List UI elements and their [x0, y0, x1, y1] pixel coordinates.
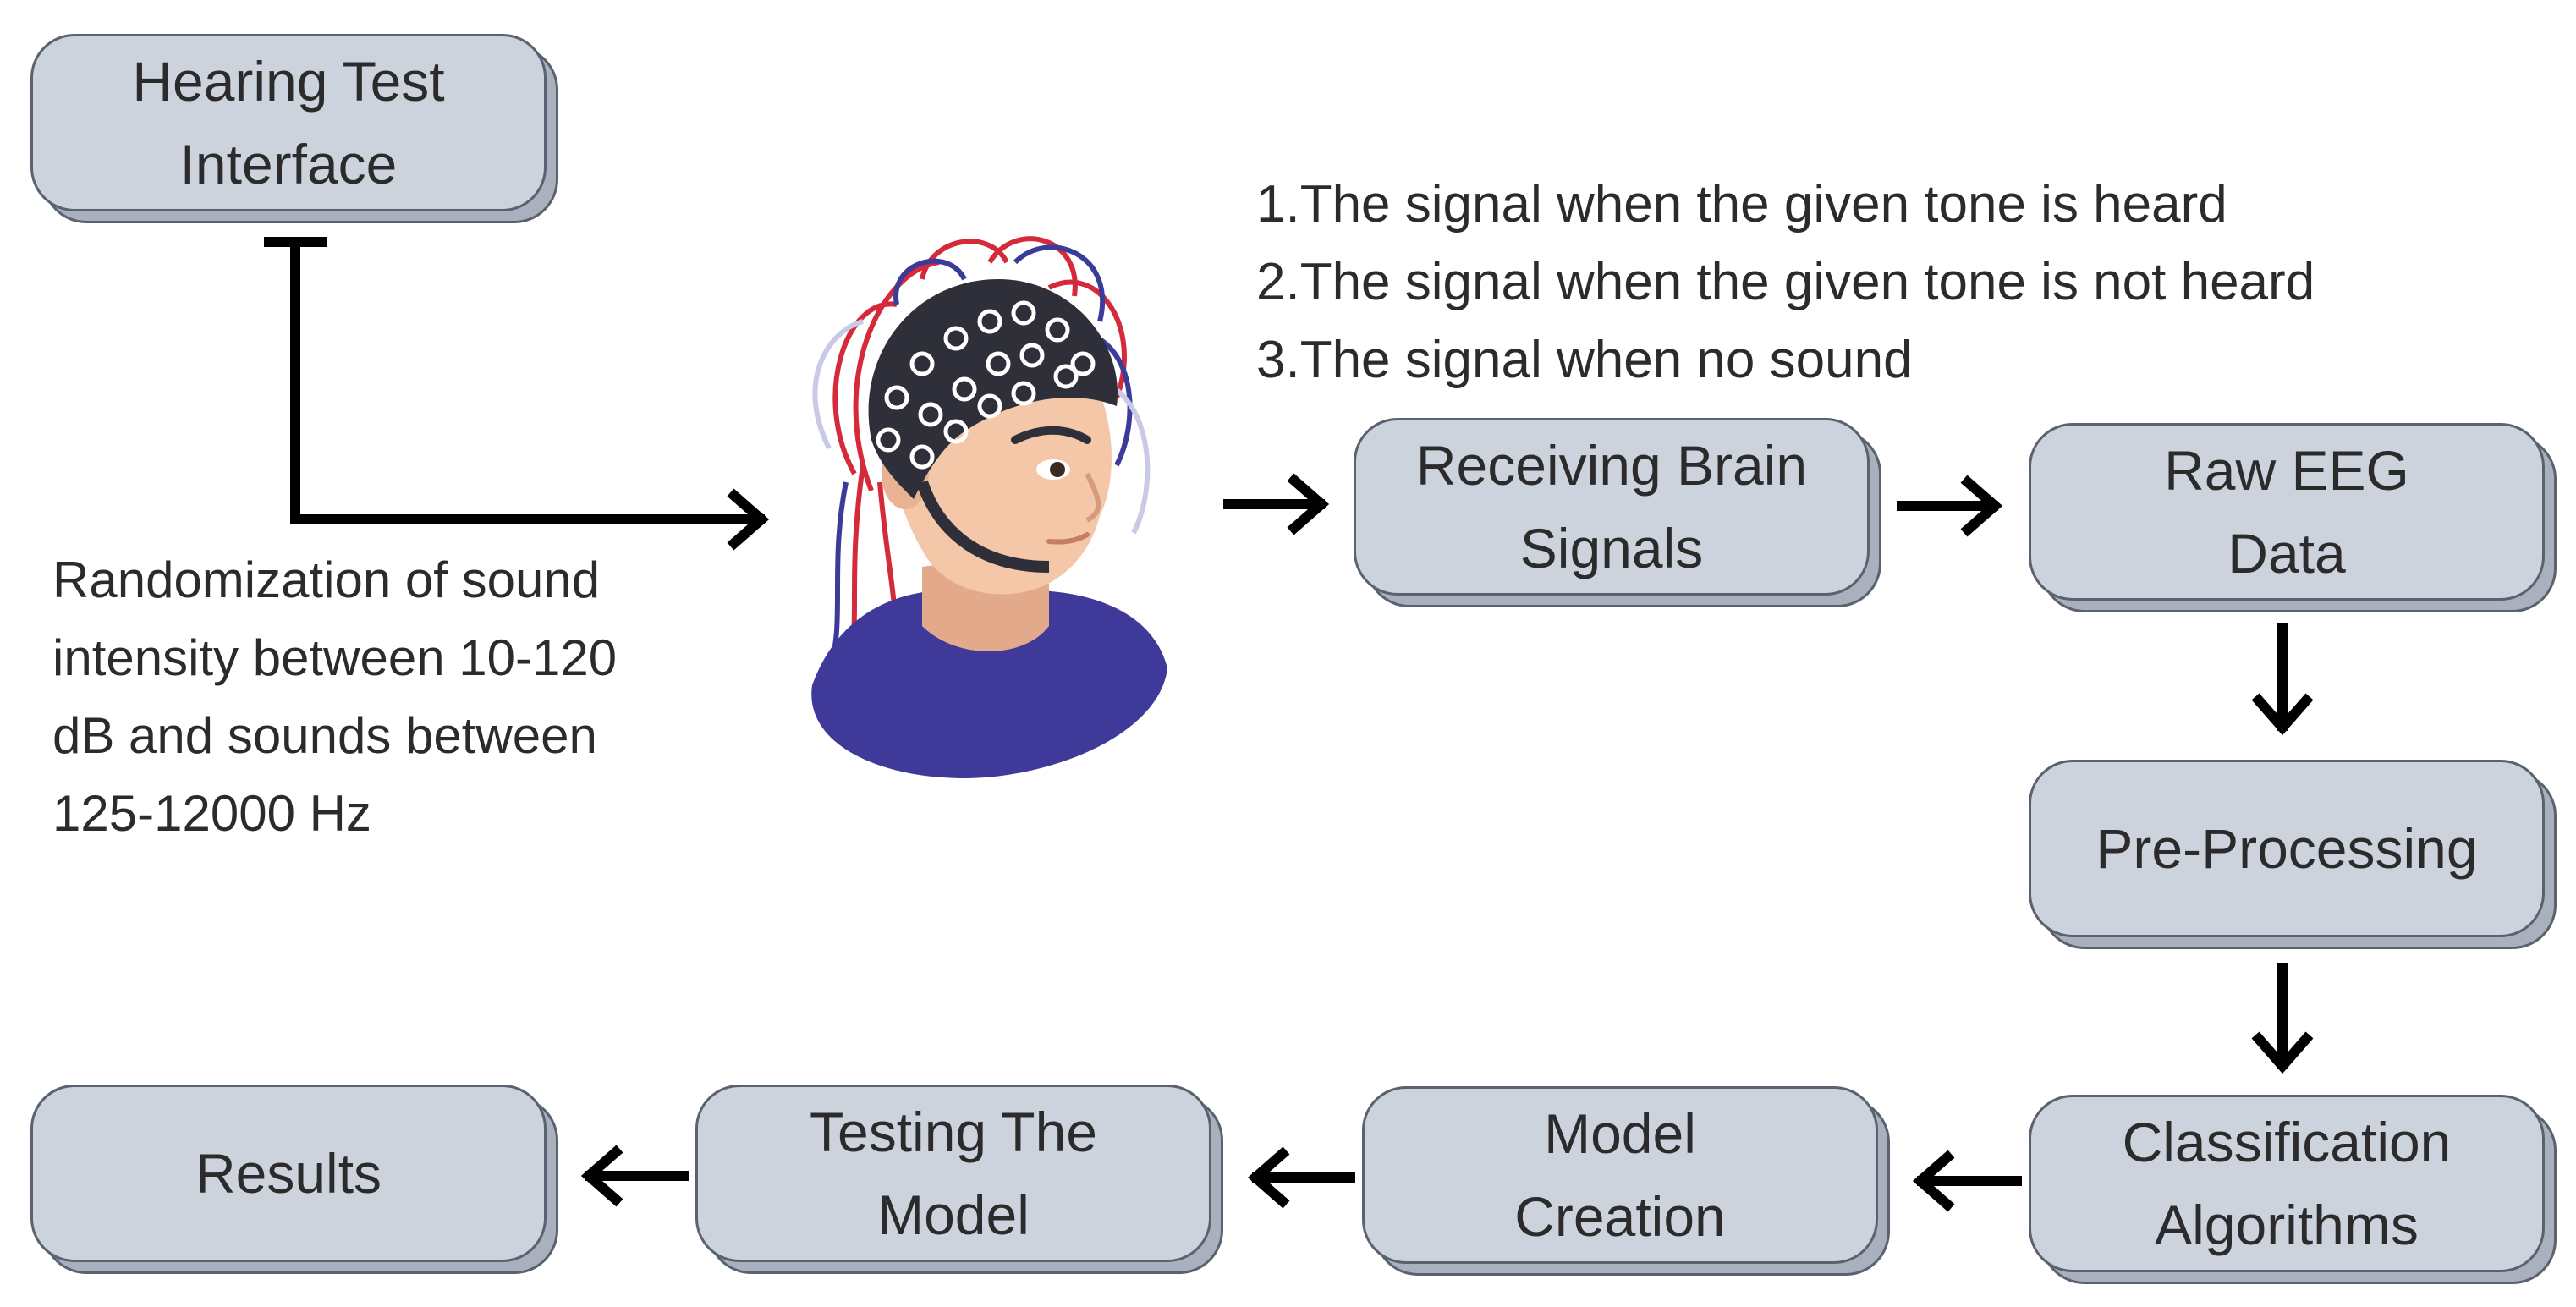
- box-label-line: Classification: [2122, 1111, 2452, 1173]
- raw-eeg-data-box: Raw EEG Data: [2029, 423, 2557, 612]
- note-line: Randomization of sound: [52, 552, 601, 608]
- arrow-icon: [2251, 623, 2314, 736]
- arrow-icon: [1912, 1150, 2022, 1212]
- box-label-line: Raw EEG: [2164, 439, 2409, 502]
- box-label-line: Interface: [179, 133, 398, 195]
- signal-types-list: 1.The signal when the given tone is hear…: [1256, 166, 2315, 399]
- box-label-line: Model: [877, 1183, 1030, 1246]
- arrow-icon: [580, 1145, 689, 1207]
- signal-list-item: 3.The signal when no sound: [1256, 331, 1913, 389]
- results-box: Results: [30, 1085, 558, 1274]
- box-label-line: Creation: [1514, 1185, 1726, 1248]
- arrow-icon: [2251, 963, 2314, 1074]
- arrow-icon: [1223, 473, 1330, 535]
- note-line: intensity between 10-120: [52, 629, 618, 686]
- box-label-line: Hearing Test: [132, 50, 445, 113]
- box-label-line: Signals: [1519, 517, 1704, 579]
- classification-algorithms-box: Classification Algorithms: [2029, 1095, 2557, 1284]
- signal-list-item: 1.The signal when the given tone is hear…: [1256, 175, 2227, 233]
- pre-processing-box: Pre-Processing: [2029, 760, 2557, 949]
- box-label-line: Results: [195, 1142, 382, 1205]
- interface-to-person-connector: [264, 237, 770, 551]
- model-creation-box: Model Creation: [1362, 1086, 1890, 1276]
- testing-the-model-box: Testing The Model: [695, 1085, 1223, 1274]
- box-label-line: Model: [1544, 1102, 1696, 1165]
- hearing-test-interface-box: Hearing Test Interface: [30, 34, 558, 223]
- box-label-line: Algorithms: [2155, 1194, 2419, 1256]
- arrow-icon: [1247, 1146, 1355, 1209]
- box-label-line: Data: [2227, 522, 2346, 585]
- randomization-note: Randomization of sound intensity between…: [52, 541, 617, 853]
- note-line: dB and sounds between: [52, 707, 597, 764]
- box-label-line: Pre-Processing: [2095, 817, 2478, 880]
- box-label-line: Testing The: [810, 1101, 1097, 1163]
- eeg-cap-person-icon: [811, 236, 1167, 778]
- receiving-brain-signals-box: Receiving Brain Signals: [1354, 418, 1881, 607]
- note-line: 125-12000 Hz: [52, 785, 371, 842]
- arrow-icon: [1897, 475, 2003, 537]
- signal-list-item: 2.The signal when the given tone is not …: [1256, 253, 2315, 311]
- box-label-line: Receiving Brain: [1415, 434, 1808, 497]
